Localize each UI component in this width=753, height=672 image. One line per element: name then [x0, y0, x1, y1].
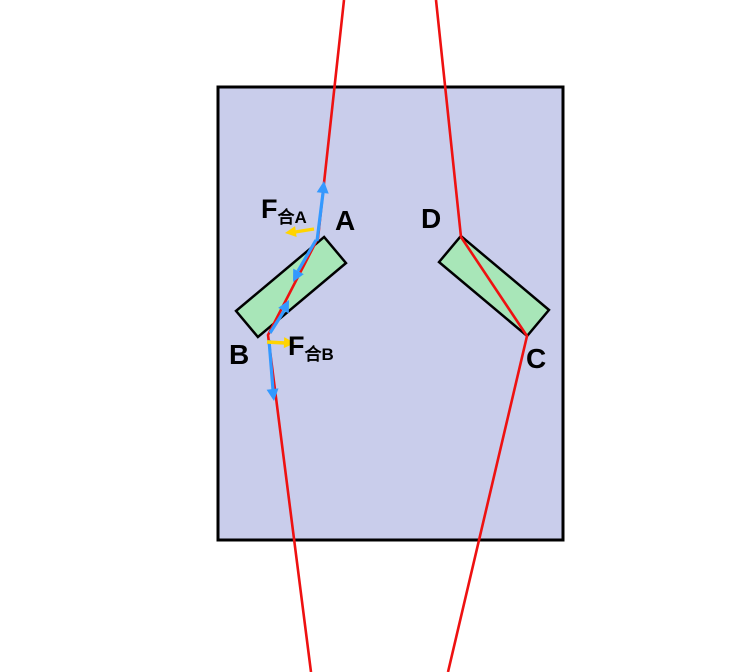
resultant-arrow-b-head — [283, 337, 295, 349]
label-resultant-force-b-sub: 合B — [305, 344, 334, 364]
string-left — [266, 0, 346, 672]
label-resultant-force-a: F合A — [261, 194, 307, 227]
tension-arrow-a-up-shaft — [315, 192, 325, 242]
tension-arrow-b-up-right-head — [278, 300, 289, 314]
tension-arrow-a-up-head — [316, 181, 329, 194]
block-left — [234, 235, 348, 339]
label-point-d: D — [421, 203, 441, 234]
tension-arrow-a-down-left-head — [293, 268, 304, 282]
label-resultant-force-a-sub: 合A — [278, 207, 307, 227]
resultant-arrow-a-head — [285, 226, 297, 237]
tension-arrow-b-down-shaft — [267, 339, 275, 391]
tension-arrow-b-up-right-shaft — [268, 310, 286, 334]
tension-arrow-b-down — [266, 339, 279, 401]
label-resultant-force-b-main: F — [288, 331, 305, 361]
resultant-arrow-b — [266, 337, 295, 349]
label-point-b: B — [229, 339, 249, 370]
resultant-arrow-a — [285, 226, 315, 237]
label-resultant-force-b: F合B — [288, 331, 334, 364]
resultant-arrow-a-shaft — [294, 227, 315, 234]
tension-arrow-a-down-left — [293, 239, 318, 282]
label-point-c: C — [526, 343, 546, 374]
tension-arrow-a-up — [315, 181, 329, 242]
tension-arrow-b-up-right — [268, 300, 289, 334]
string-right — [434, 0, 529, 672]
resultant-arrow-b-shaft — [266, 340, 286, 345]
label-resultant-force-a-main: F — [261, 194, 278, 224]
tension-arrow-a-down-left-shaft — [296, 239, 318, 272]
tension-arrow-b-down-head — [266, 388, 279, 401]
label-point-a: A — [335, 205, 355, 236]
